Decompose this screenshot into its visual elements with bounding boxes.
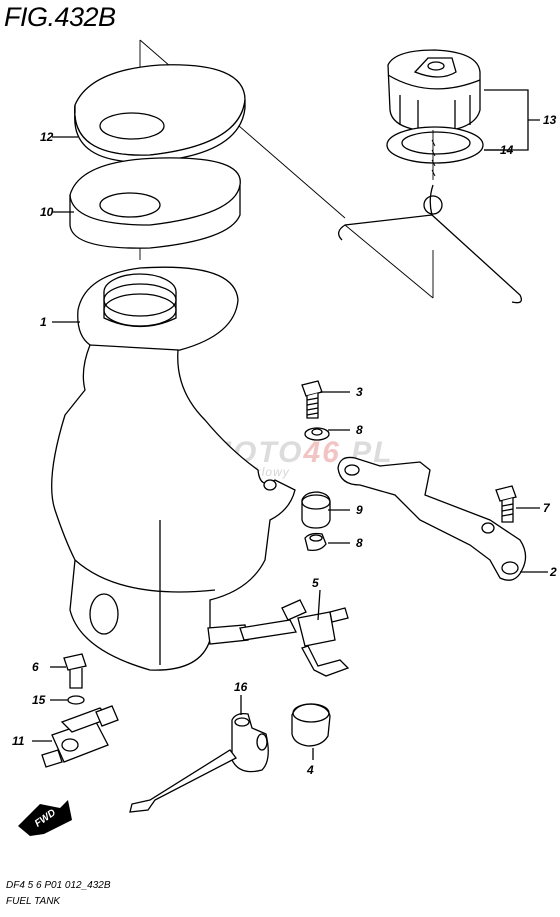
tether-loop: [423, 195, 443, 215]
callout-8-bottom: 8: [356, 536, 363, 550]
watermark-brand-b: 46: [303, 436, 341, 469]
callout-3: 10: [40, 205, 54, 219]
callout-15: 15: [32, 693, 46, 707]
part-12-fuel-cock: [239, 599, 350, 677]
callout-5: 13: [543, 113, 557, 127]
cap-tether-wire: [338, 184, 523, 304]
part-2-bracket: [337, 456, 527, 581]
callout-6: 14: [500, 143, 514, 157]
callout-7: 7: [543, 501, 550, 515]
callout-13: 11: [12, 734, 25, 748]
part-8-collar-top: [304, 427, 330, 441]
part-1-fuel-tank: [51, 266, 296, 671]
fwd-arrow-icon: [18, 800, 72, 836]
figure-title: FIG.432B: [4, 2, 116, 32]
callout-10: 3: [356, 385, 363, 399]
part-16-bracket: [129, 712, 269, 813]
footer-code: DF4 5 6 P01 012_432B: [6, 880, 111, 891]
part-13-filter: [41, 705, 119, 768]
part-10-bolt: [301, 380, 323, 419]
callout-11: 4: [307, 763, 314, 777]
callout-1: 1: [40, 315, 47, 329]
callout-9: 9: [356, 503, 363, 517]
footer-name: FUEL TANK: [6, 896, 61, 907]
cap-chain: [431, 130, 436, 180]
part-15-washer: [67, 695, 85, 705]
leader-lines: [32, 89, 548, 760]
callout-12: 5: [312, 576, 319, 590]
part-4-gasket: [74, 64, 246, 163]
callout-4: 12: [40, 130, 54, 144]
callout-14: 6: [32, 660, 39, 674]
part-11-rubber-cap: [291, 703, 331, 747]
tether-guide-line: [344, 224, 434, 299]
callout-16: 16: [234, 680, 248, 694]
part-8-collar-bottom: [304, 532, 327, 552]
part-9-grommet: [301, 491, 331, 529]
part-7-bolt: [495, 485, 517, 523]
callout-2: 2: [550, 565, 557, 579]
part-5-filler-cap: [387, 49, 481, 133]
part-14-bolt: [63, 653, 87, 689]
part-3-seal: [69, 157, 241, 249]
callout-8-top: 8: [356, 423, 363, 437]
